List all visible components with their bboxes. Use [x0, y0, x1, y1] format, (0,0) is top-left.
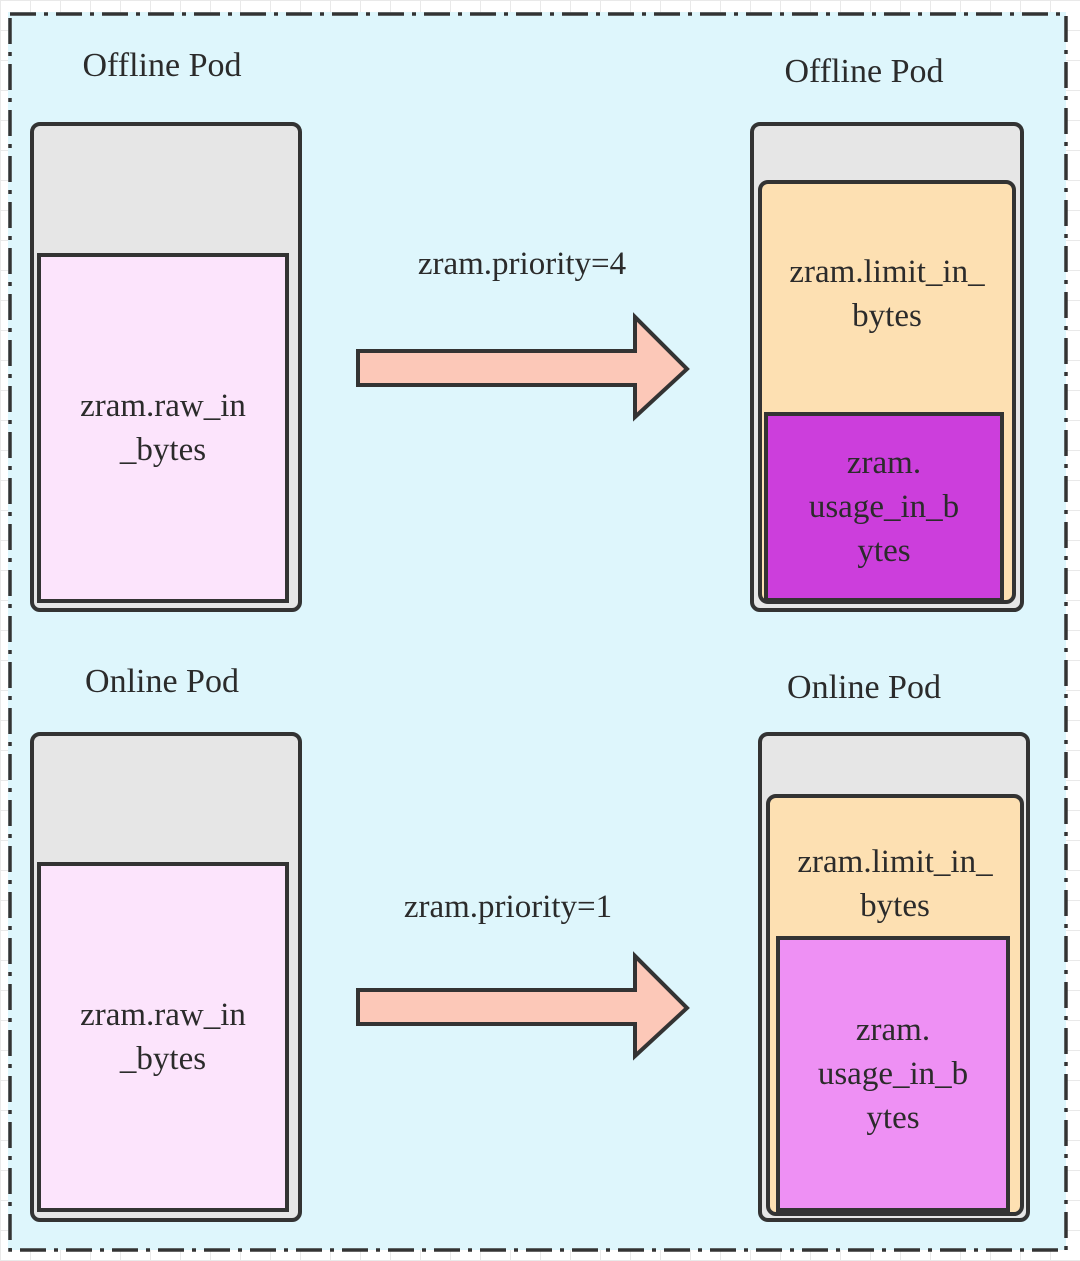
priority-1-label: zram.priority=1 [403, 889, 613, 925]
offline-raw-bytes-label: zram.raw_in _bytes [80, 388, 246, 468]
offline-usage-label: zram. usage_in_b ytes [808, 445, 960, 569]
online-pod-title-left: Online Pod [85, 663, 239, 700]
arrow-shape-bottom [356, 951, 690, 1061]
arrow-right-icon-top [356, 312, 690, 422]
offline-pod-title-right: Offline Pod [784, 53, 944, 90]
offline-raw-bytes-block: zram.raw_in _bytes [37, 253, 289, 603]
offline-limit-label: zram.limit_in_ bytes [789, 254, 985, 334]
offline-pod-title-left: Offline Pod [82, 47, 242, 84]
online-pod-title-right: Online Pod [787, 669, 941, 706]
online-usage-block: zram. usage_in_b ytes [776, 936, 1010, 1212]
online-raw-bytes-block: zram.raw_in _bytes [37, 862, 289, 1212]
priority-4-label: zram.priority=4 [417, 246, 627, 282]
offline-usage-block: zram. usage_in_b ytes [764, 412, 1004, 602]
online-limit-label: zram.limit_in_ bytes [797, 844, 993, 924]
online-usage-label: zram. usage_in_b ytes [817, 1012, 969, 1136]
arrow-right-icon-bottom [356, 951, 690, 1061]
arrow-shape-top [356, 312, 690, 422]
online-raw-bytes-label: zram.raw_in _bytes [80, 997, 246, 1077]
